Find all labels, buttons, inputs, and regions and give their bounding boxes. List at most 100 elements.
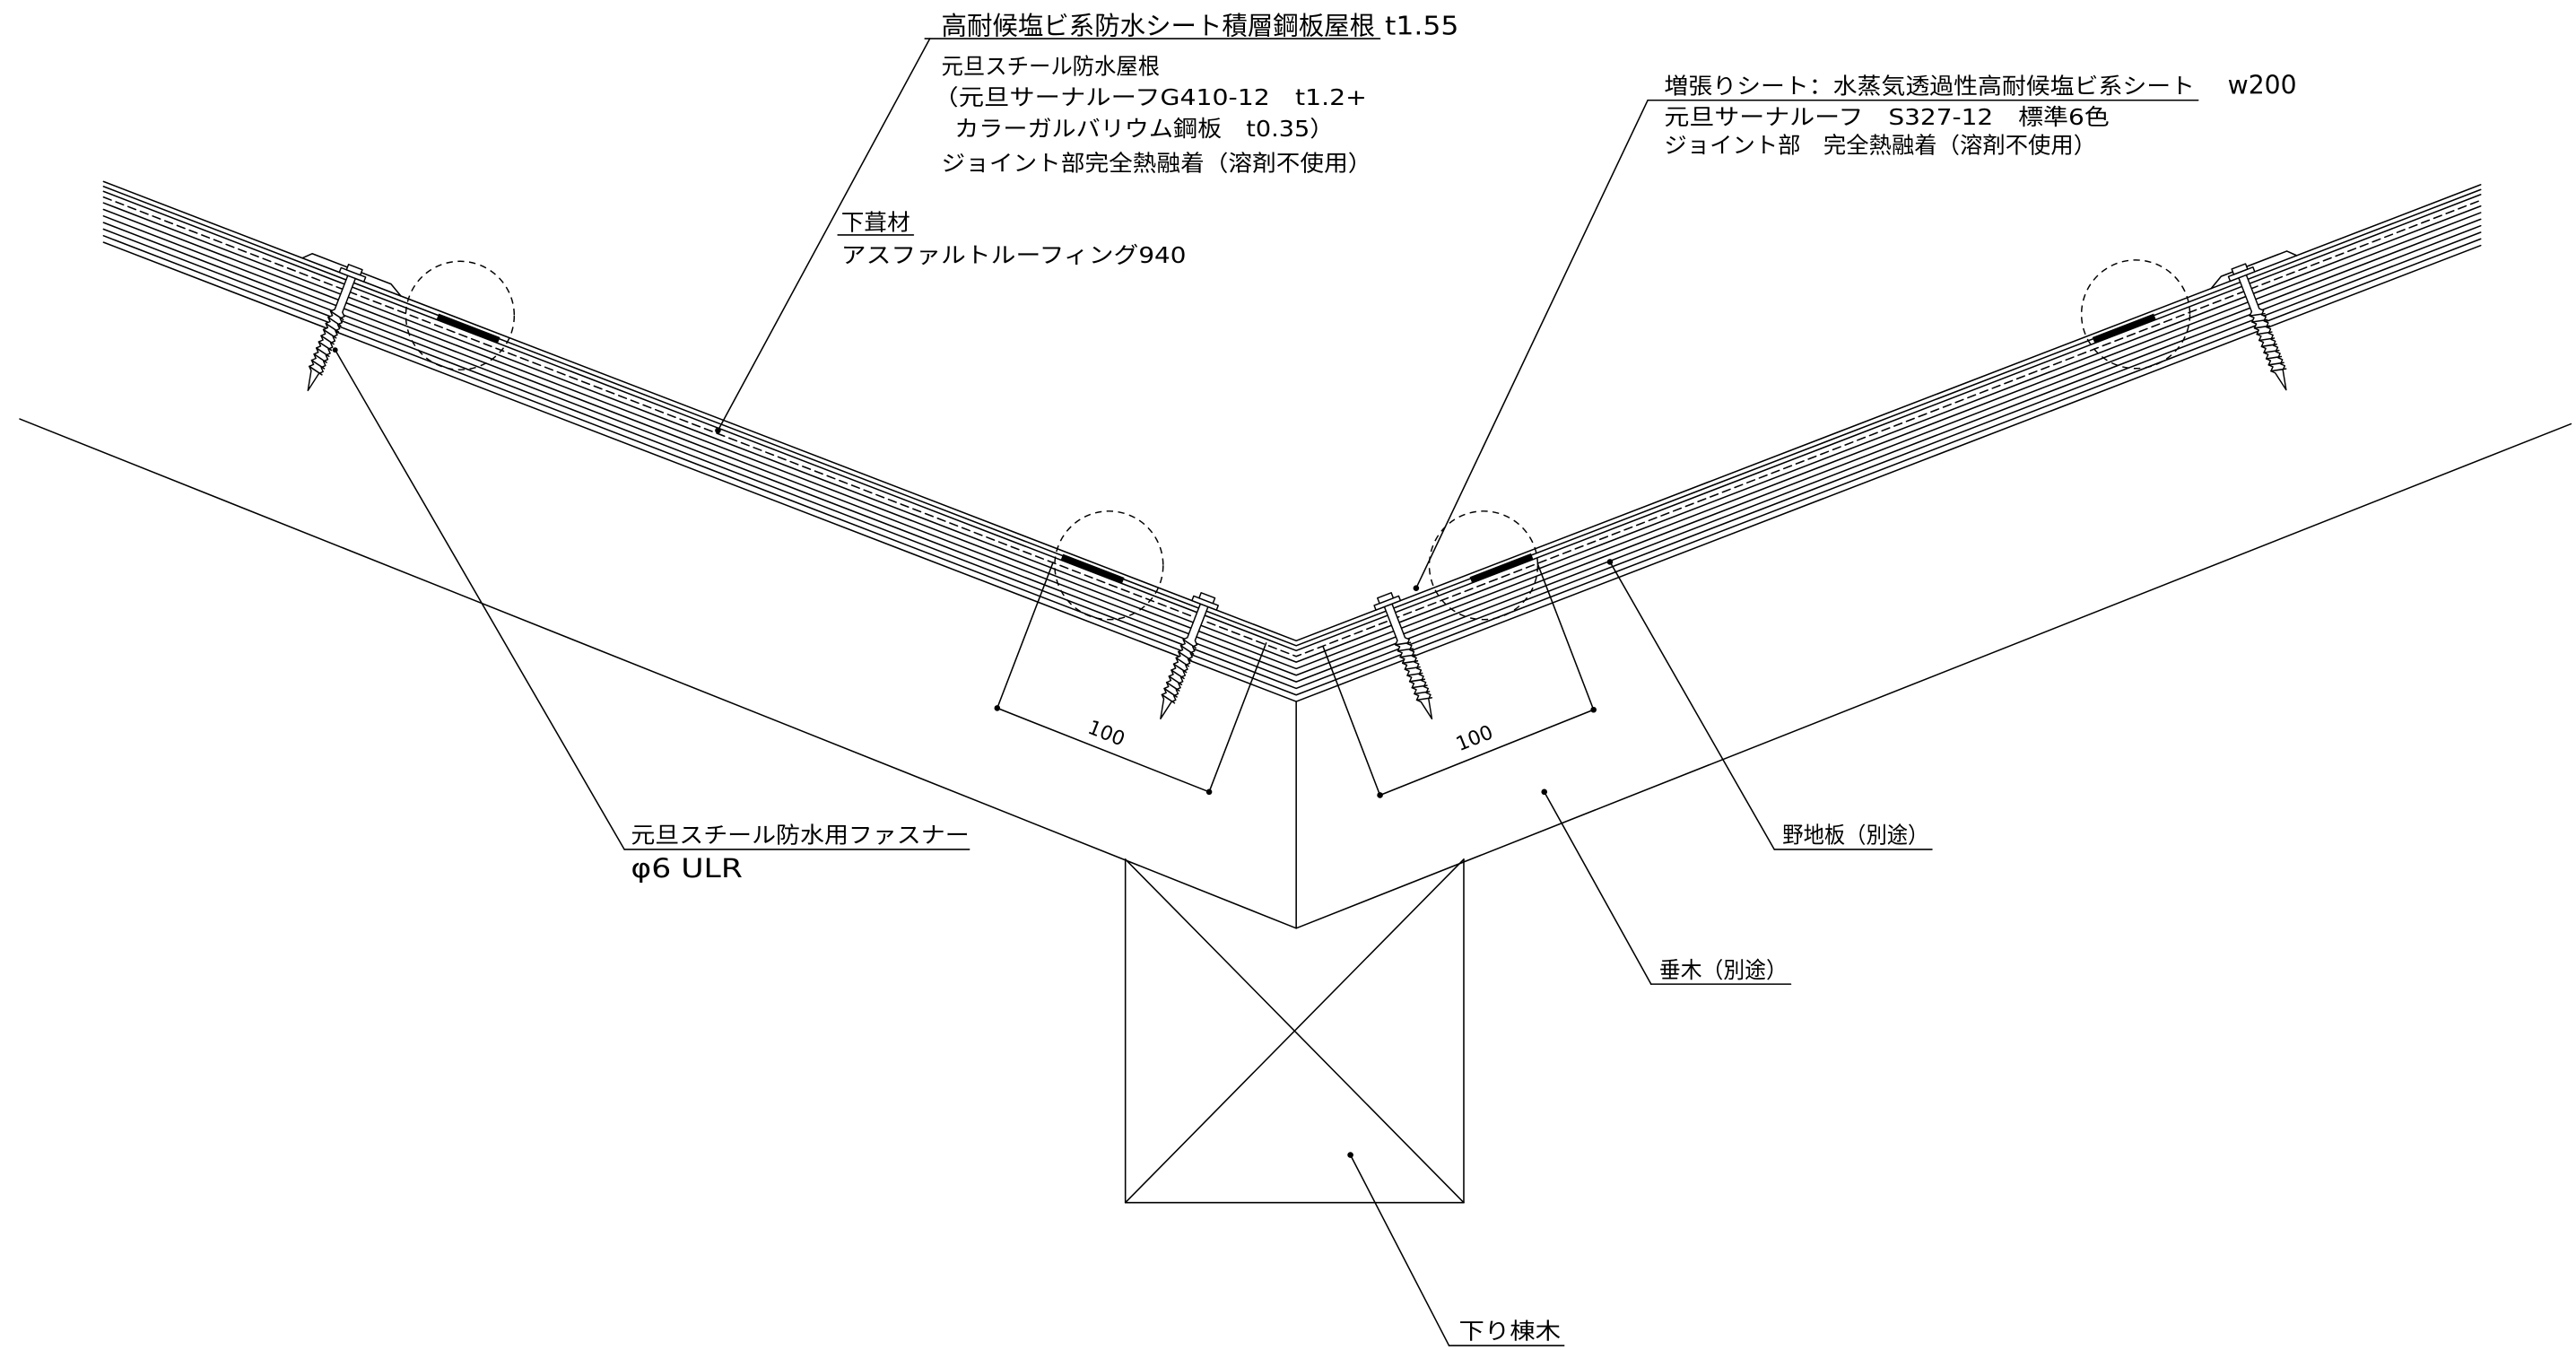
fastener-head <box>345 264 363 276</box>
joint-seal-strip <box>436 313 500 344</box>
fastener-head <box>1377 592 1395 605</box>
fastener-thread <box>320 335 335 345</box>
drawing-geometry <box>19 180 2572 1204</box>
joint-details <box>307 259 2287 720</box>
fastener-screw <box>1160 592 1219 720</box>
dimension-end-dot <box>1377 792 1383 798</box>
roof-layer-line <box>102 235 2482 696</box>
fastener-thread <box>327 316 342 327</box>
fastener-thread <box>1414 691 1431 695</box>
roof-layer-line <box>102 228 2482 690</box>
fastener-thread <box>2251 318 2268 323</box>
fastener-thread <box>1182 639 1197 649</box>
fastener-thread <box>2260 344 2277 348</box>
dimension-end-dot <box>994 705 1001 711</box>
reinforcement-leader-line <box>1415 99 1649 589</box>
fastener-thread <box>2270 368 2287 372</box>
rafter-leader-dot <box>1541 788 1548 796</box>
fastener-screw <box>1373 592 1433 720</box>
dimension-extension-line <box>996 562 1054 710</box>
fastener-thread <box>1179 644 1195 655</box>
hip-beam-label: 下り棟木 <box>1458 1319 1561 1345</box>
roof-layer-line <box>102 208 2482 670</box>
fastener-thread <box>2263 349 2280 353</box>
fastener-thread <box>1404 666 1421 670</box>
fastener-thread <box>1175 657 1190 667</box>
fastener-screw <box>307 264 367 392</box>
roof-layer-line <box>102 222 2482 683</box>
reinforcement-sheet-name: 増張りシート：水蒸気透過性高耐候塩ビ系シート <box>1664 73 2195 99</box>
fastener-thread <box>329 310 344 321</box>
fastener-head <box>1198 592 1216 605</box>
fastener-thread <box>1401 660 1419 665</box>
roof-layer-line <box>102 180 2482 642</box>
fastener-thread <box>1168 675 1183 686</box>
dimension-left: 100 <box>994 562 1267 796</box>
sheet-overlap-joint <box>2210 250 2298 290</box>
fastener-thread <box>2253 325 2270 329</box>
roof-layer-line <box>102 202 2482 663</box>
roofing-product-name: 高耐候塩ビ系防水シート積層鋼板屋根 <box>942 11 1376 40</box>
fastener-name: 元旦スチール防水用ファスナー <box>631 823 969 849</box>
fastener-thread <box>1415 697 1433 701</box>
fastener-thread <box>1172 663 1188 674</box>
fastener-thread <box>2249 312 2266 317</box>
fastener-shaft <box>2238 274 2287 391</box>
leader-lines <box>332 38 2199 1346</box>
fastener-thread <box>322 328 337 339</box>
fastener-shaft <box>1160 603 1209 720</box>
fastener-thread <box>313 353 327 363</box>
underlay-heading: 下葺材 <box>841 209 910 235</box>
fastener-thread <box>1406 672 1423 676</box>
fastener-thread <box>2258 337 2276 342</box>
rafter-leader-line <box>1543 791 1652 985</box>
fastener-thread <box>2256 331 2273 335</box>
roofing-spec-line: 元旦スチール防水屋根 <box>942 53 1161 79</box>
fastener-thread <box>1408 678 1426 683</box>
dimension-line <box>1379 709 1595 797</box>
fastener-thread <box>1165 681 1180 692</box>
fastener-thread <box>1411 684 1428 689</box>
roofing-spec-line: ジョイント部完全熱融着（溶剤不使用） <box>942 150 1372 176</box>
joint-seal-strip <box>1469 553 1534 584</box>
fastener-thread <box>1163 687 1178 698</box>
fastener-shaft <box>1383 603 1433 720</box>
fastener-thread <box>325 322 340 333</box>
hip-beam-leader-line <box>1349 1154 1450 1346</box>
fastener-thread <box>1171 669 1185 680</box>
dimension-end-dot <box>1590 706 1597 713</box>
reinforcement-spec-line: 元旦サーナルーフ S327-12 標準6色 <box>1664 104 2109 130</box>
sheathing-leader-dot <box>1606 559 1614 565</box>
roofing-spec-line: （元旦サーナルーフG410-12 t1.2+ <box>933 84 1367 110</box>
fastener-thread <box>309 365 323 376</box>
dimension-end-dot <box>1205 788 1213 796</box>
dimension-extension-line <box>1536 562 1595 711</box>
reinforcement-spec-line: ジョイント部 完全熱融着（溶剤不使用） <box>1664 132 2096 158</box>
fastener-leader-line <box>334 349 625 850</box>
underlay-product: アスファルトルーフィング940 <box>841 242 1187 268</box>
roofing-spec-line: カラーガルバリウム鋼板 t0.35） <box>954 116 1334 142</box>
fastener-leader-dot <box>332 347 338 353</box>
roof-layer-line <box>102 190 2482 652</box>
fastener-thread <box>1397 648 1414 652</box>
reinforcement-leader-dot <box>1413 585 1420 591</box>
fastener-shaft <box>307 274 357 392</box>
fastener-thread <box>1399 654 1416 658</box>
roofing-leader-line <box>717 38 931 431</box>
dimension-extension-line <box>1208 642 1267 793</box>
fastener-thread <box>2265 355 2283 360</box>
detail-circle <box>405 260 516 370</box>
hip-beam-cross-line <box>1124 858 1465 1204</box>
fastener-thread <box>1161 693 1176 704</box>
fastener-thread <box>2267 361 2284 366</box>
dimension-line <box>996 707 1210 793</box>
fastener-thread <box>318 341 333 352</box>
fastener-thread <box>1395 641 1412 646</box>
hip-beam-outline <box>1124 858 1465 1204</box>
fastener-thread <box>310 359 326 370</box>
fastener-spec: φ6 ULR <box>631 853 743 884</box>
fastener-thread <box>315 347 330 358</box>
joint-seal-strip <box>1060 553 1125 584</box>
